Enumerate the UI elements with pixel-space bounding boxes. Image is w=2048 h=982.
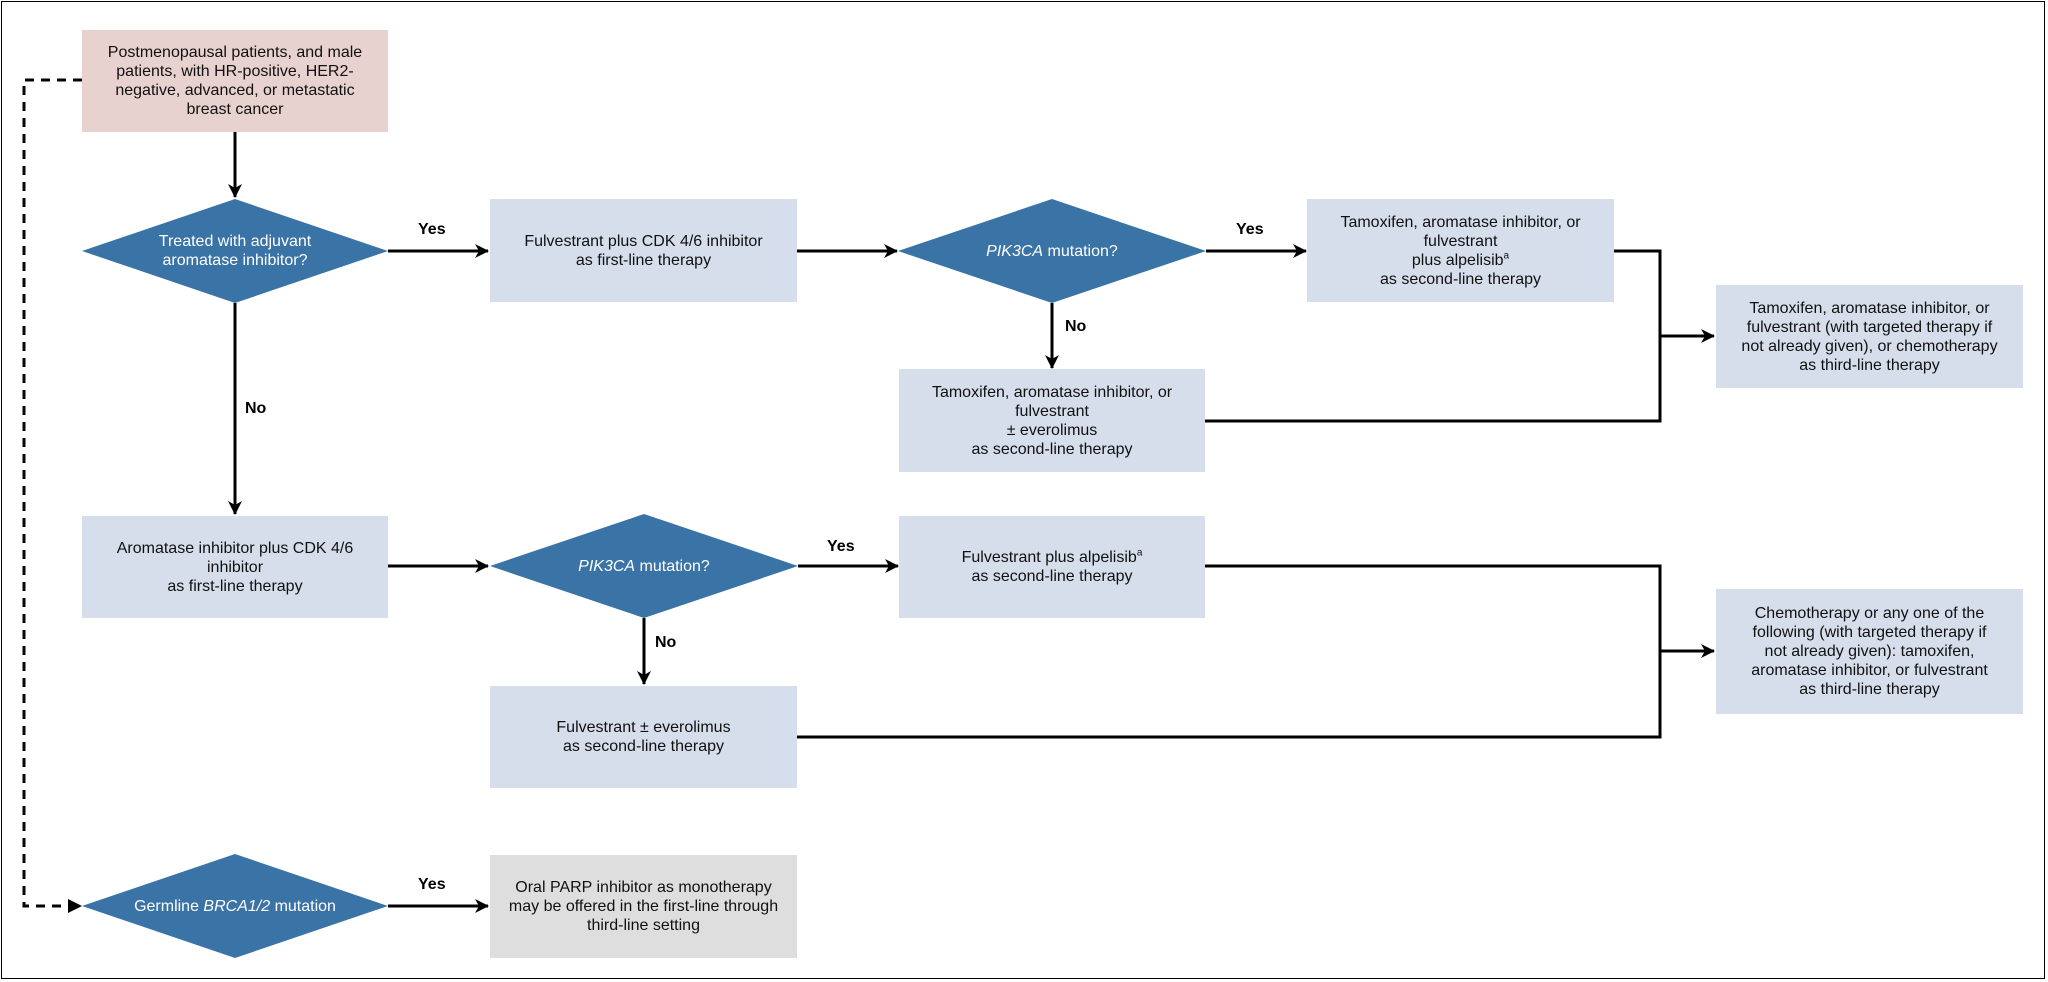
arrowhead-brca-dashed	[68, 899, 82, 913]
third-line-mid-box: Chemotherapy or any one of the following…	[1716, 589, 2023, 714]
tamoxifen-alpelisib-box: Tamoxifen, aromatase inhibitor, or fulve…	[1307, 199, 1614, 302]
third-line-top-box: Tamoxifen, aromatase inhibitor, or fulve…	[1716, 285, 2023, 388]
third-top-line-4: as third-line therapy	[1799, 356, 1940, 374]
start-line-3: negative, advanced, or metastatic	[115, 82, 355, 99]
decision-pik3ca-top-diamond	[898, 199, 1206, 303]
fulv-cdk-line-1: Fulvestrant plus CDK 4/6 inhibitor	[524, 232, 763, 250]
start-line-4: breast cancer	[186, 101, 284, 118]
fulv-alp-line-1: Fulvestrant plus alpelisib	[961, 549, 1137, 566]
fulv-cdk-line-2: as first-line therapy	[575, 251, 712, 269]
decision-adjuvant-diamond	[82, 199, 388, 303]
tam-eve-line-3: ± everolimus	[1006, 421, 1098, 439]
third-top-line-1: Tamoxifen, aromatase inhibitor, or	[1749, 299, 1990, 317]
brca-gene: BRCA1/2	[203, 897, 271, 915]
tam-alp-line-3: plus alpelisib	[1411, 251, 1504, 269]
parp-line-2: may be offered in the first-line through	[508, 898, 779, 915]
label-no-pik3ca-mid: No	[655, 634, 677, 651]
start-box: Postmenopausal patients, and male patien…	[82, 30, 388, 132]
pik3ca-mid-rest: mutation?	[635, 557, 710, 575]
label-yes-pik3ca-mid: Yes	[827, 538, 855, 555]
tam-eve-line-2: fulvestrant	[1015, 402, 1089, 420]
fulv-alp-line-2: as second-line therapy	[971, 568, 1133, 585]
pik3ca-top-rest: mutation?	[1043, 242, 1118, 260]
tam-eve-line-1: Tamoxifen, aromatase inhibitor, or	[931, 383, 1173, 401]
third-mid-line-5: as third-line therapy	[1799, 681, 1940, 698]
footnote-a-marker-2: a	[1136, 547, 1143, 559]
label-no-pik3ca-top: No	[1065, 318, 1087, 335]
brca-pre: Germline	[134, 897, 204, 915]
label-yes-pik3ca-top: Yes	[1236, 221, 1264, 238]
third-mid-line-3: not already given): tamoxifen,	[1764, 643, 1975, 660]
third-mid-line-4: aromatase inhibitor, or fulvestrant	[1751, 662, 1988, 679]
third-mid-line-1: Chemotherapy or any one of the	[1754, 605, 1985, 622]
decision-brca-diamond	[82, 854, 388, 958]
fulv-eve-line-2: as second-line therapy	[563, 738, 724, 755]
adjuvant-line-2: aromatase inhibitor?	[162, 252, 308, 269]
footnote-a-marker: a	[1503, 250, 1510, 262]
third-top-line-2: fulvestrant (with targeted therapy if	[1746, 318, 1993, 336]
pik3ca-top-gene: PIK3CA	[986, 242, 1044, 260]
decision-brca-text: Germline BRCA1/2 mutation	[112, 886, 358, 926]
parp-line-1: Oral PARP inhibitor as monotherapy	[515, 879, 772, 896]
ai-cdk-line-2: inhibitor	[206, 558, 264, 576]
third-top-line-3: not already given), or chemotherapy	[1741, 337, 1998, 355]
start-line-2: patients, with HR-positive, HER2-	[116, 63, 354, 80]
start-line-1: Postmenopausal patients, and male	[107, 44, 363, 61]
decision-pik3ca-mid-text: PIK3CA mutation?	[530, 546, 758, 586]
tam-alp-line-4: as second-line therapy	[1380, 270, 1541, 288]
tam-alp-line-1: Tamoxifen, aromatase inhibitor, or	[1340, 213, 1581, 231]
third-mid-line-2: following (with targeted therapy if	[1752, 624, 1987, 641]
decision-adjuvant-text: Treated with adjuvant aromatase inhibito…	[122, 221, 348, 281]
parp-inhibitor-box: Oral PARP inhibitor as monotherapy may b…	[490, 855, 797, 958]
label-yes-adjuvant: Yes	[418, 221, 446, 238]
pik3ca-mid-gene: PIK3CA	[578, 557, 636, 575]
fulvestrant-cdk-first-line-box: Fulvestrant plus CDK 4/6 inhibitor as fi…	[490, 199, 797, 302]
parp-line-3: third-line setting	[587, 917, 700, 934]
connector-dashed-brca	[22, 78, 82, 908]
decision-pik3ca-top-text: PIK3CA mutation?	[938, 231, 1166, 271]
brca-post: mutation	[270, 897, 336, 915]
fulvestrant-everolimus-box: Fulvestrant ± everolimus as second-line …	[490, 686, 797, 788]
fulvestrant-alpelisib-box: Fulvestrant plus alpelisiba as second-li…	[899, 516, 1205, 618]
label-no-adjuvant: No	[245, 400, 267, 417]
label-yes-brca: Yes	[418, 876, 446, 893]
adjuvant-line-1: Treated with adjuvant	[158, 233, 312, 250]
decision-pik3ca-mid-diamond	[490, 514, 798, 618]
tam-alp-line-2: fulvestrant	[1423, 232, 1498, 250]
tam-eve-line-4: as second-line therapy	[971, 440, 1133, 458]
ai-cdk-first-line-box: Aromatase inhibitor plus CDK 4/6 inhibit…	[82, 516, 388, 618]
ai-cdk-line-1: Aromatase inhibitor plus CDK 4/6	[116, 539, 354, 557]
ai-cdk-line-3: as first-line therapy	[167, 577, 303, 595]
fulv-eve-line-1: Fulvestrant ± everolimus	[556, 719, 731, 736]
tamoxifen-everolimus-box: Tamoxifen, aromatase inhibitor, or fulve…	[899, 369, 1205, 472]
